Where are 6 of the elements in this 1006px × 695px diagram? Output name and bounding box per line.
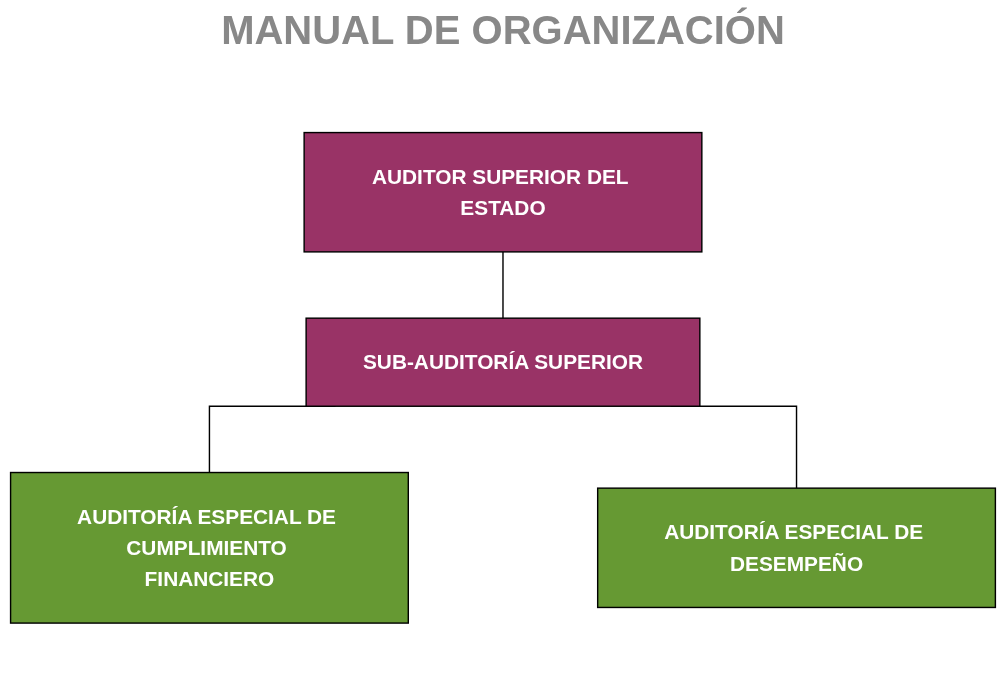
node-box: AUDITORÍA ESPECIAL DE DESEMPEÑO: [597, 487, 997, 608]
node-box: AUDITORÍA ESPECIAL DE CUMPLIMIENTO FINANCIERO: [9, 471, 409, 624]
connector: [502, 250, 504, 319]
node-box: AUDITOR SUPERIOR DEL ESTADO: [303, 131, 703, 253]
node-box: SUB-AUDITORÍA SUPERIOR: [305, 317, 701, 407]
background-heading: MANUAL DE ORGANIZACIÓN: [221, 8, 785, 52]
